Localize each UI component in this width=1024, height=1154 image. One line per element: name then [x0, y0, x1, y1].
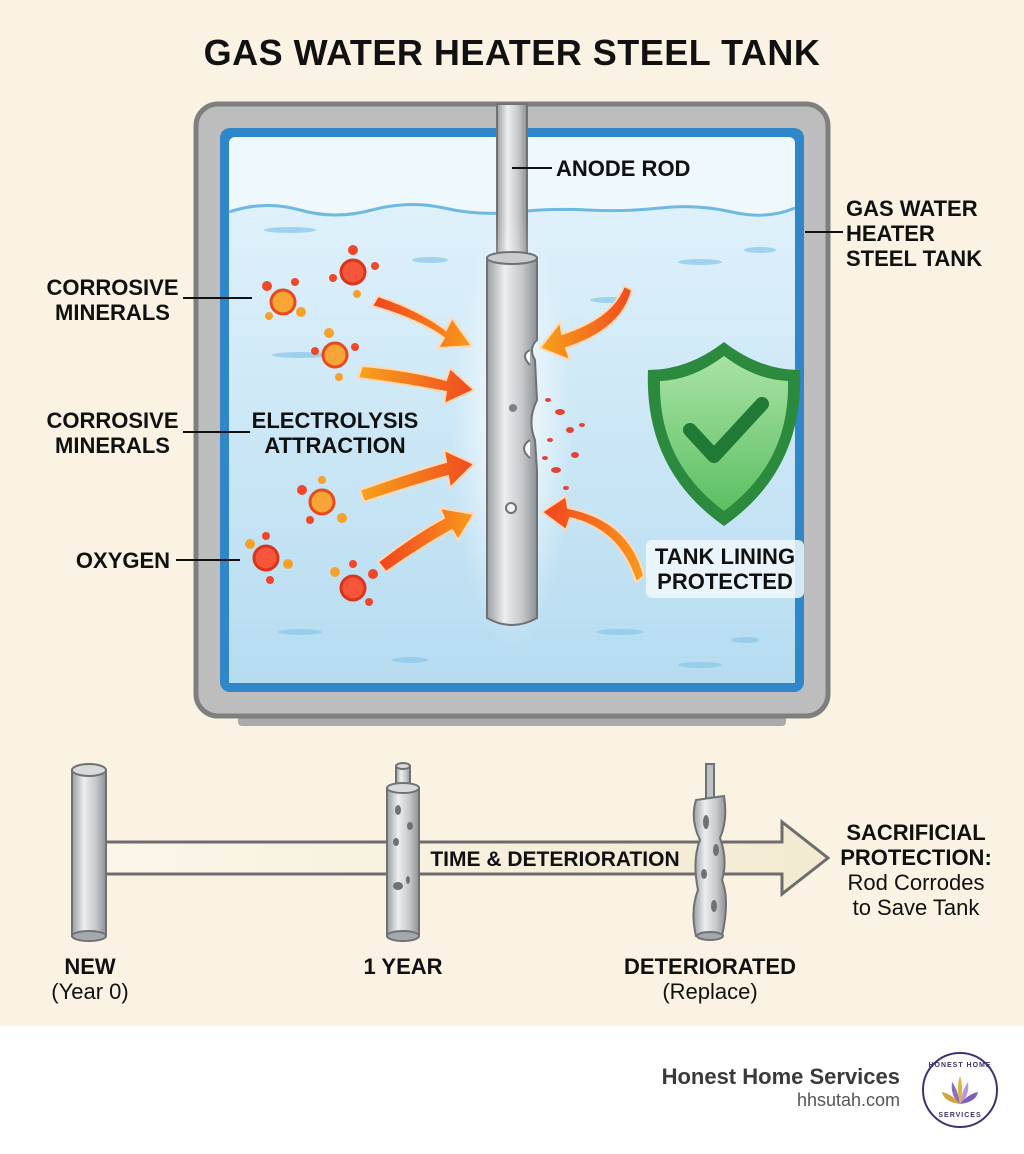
dissolved-particles — [542, 398, 585, 490]
attraction-arrows — [356, 284, 646, 584]
leader-lines — [176, 167, 843, 561]
stage-subtitle: (Year 0) — [51, 979, 129, 1004]
timeline-arrow-label: TIME & DETERIORATION — [430, 848, 680, 871]
anode-rod-top — [486, 251, 538, 265]
brand-block: Honest Home Services hhsutah.com — [560, 1064, 900, 1111]
stage-title: 1 YEAR — [363, 954, 443, 979]
diagram-title: GAS WATER HEATER STEEL TANK — [203, 32, 821, 73]
note-title-line: PROTECTION: — [840, 845, 992, 870]
rod-1-year — [386, 762, 420, 942]
corrosion-pit — [509, 404, 517, 412]
stage-new: NEW (Year 0) — [20, 954, 160, 1004]
label-line: ATTRACTION — [264, 433, 406, 458]
stage-subtitle: (Replace) — [662, 979, 758, 1004]
label-line: MINERALS — [55, 300, 170, 325]
timeline-illustration — [71, 762, 831, 942]
corrosive-minerals-label: CORROSIVE MINERALS — [40, 408, 185, 458]
logo-top-text: HONEST HOME — [928, 1062, 992, 1069]
label-line: PROTECTED — [657, 569, 793, 594]
rod-deteriorated — [692, 763, 727, 941]
rod-new — [71, 763, 107, 942]
logo-bottom-text: SERVICES — [938, 1112, 982, 1119]
note-title-line: SACRIFICIAL — [846, 820, 986, 845]
oxygen-label: OXYGEN — [75, 548, 171, 573]
electrolysis-label: ELECTROLYSIS ATTRACTION — [240, 408, 430, 458]
tank-label-line: GAS WATER — [846, 196, 978, 221]
brand-url[interactable]: hhsutah.com — [796, 1090, 900, 1110]
label-line: CORROSIVE — [46, 408, 179, 433]
brand-logo: HONEST HOME SERVICES — [922, 1052, 998, 1128]
tank-label-line: STEEL TANK — [846, 246, 983, 271]
tank-lining-badge: TANK LINING PROTECTED — [646, 540, 804, 598]
corrosion-notch — [523, 439, 531, 459]
corrosive-minerals-label: CORROSIVE MINERALS — [40, 275, 185, 325]
label-line: CORROSIVE — [46, 275, 179, 300]
brand-name: Honest Home Services — [661, 1064, 900, 1089]
checkmark-icon — [683, 397, 769, 463]
shield-icon — [647, 342, 801, 526]
note-body-line: to Save Tank — [852, 895, 980, 920]
tank-illustration — [176, 101, 843, 726]
footer — [0, 1026, 1024, 1154]
sacrificial-protection-note: SACRIFICIAL PROTECTION: Rod Corrodes to … — [832, 820, 1000, 920]
molecules — [245, 245, 379, 606]
stage-title: DETERIORATED — [624, 954, 796, 979]
label-line: ELECTROLYSIS — [251, 408, 419, 433]
stage-1-year: 1 YEAR — [333, 954, 473, 979]
anode-rod-label: ANODE ROD — [556, 156, 691, 181]
stage-deteriorated: DETERIORATED (Replace) — [610, 954, 810, 1004]
label-line: MINERALS — [55, 433, 170, 458]
stage-title: NEW — [64, 954, 116, 979]
timeline-arrow — [98, 818, 831, 898]
tank-label-line: HEATER — [846, 221, 935, 246]
corrosion-notch — [524, 349, 531, 366]
anode-rod — [486, 257, 539, 626]
note-body-line: Rod Corrodes — [847, 870, 985, 895]
lotus-icon — [942, 1076, 978, 1104]
corrosion-pit — [505, 502, 517, 514]
tank-label: GAS WATER HEATER STEEL TANK — [846, 196, 986, 271]
label-line: TANK LINING — [654, 544, 796, 569]
